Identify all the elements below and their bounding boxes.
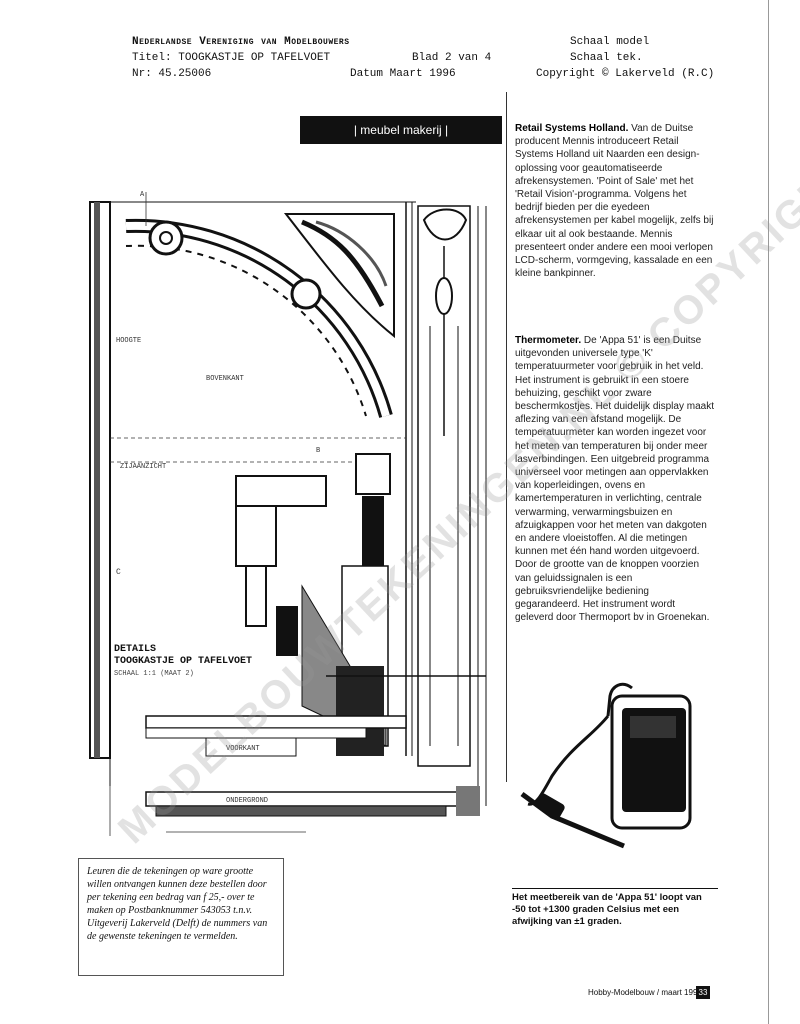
label-hoogte: HOOGTE: [116, 337, 141, 345]
page-number: 33: [696, 986, 710, 999]
page-edge-line: [768, 0, 769, 1024]
article-thermo: Thermometer. De 'Appa 51' is een Duitse …: [515, 334, 715, 624]
column-divider: [506, 92, 507, 782]
section-banner: | meubel makerij |: [300, 116, 502, 144]
drawing-subtitle: SCHAAL 1:1 (MAAT 2): [114, 670, 194, 678]
label-ondergrond: ONDERGROND: [226, 797, 268, 805]
article-thermo-body: De 'Appa 51' is een Duitse uitgevonden u…: [515, 335, 714, 624]
thermometer-device-illustration: [520, 682, 692, 849]
schaal-tek-label: Schaal tek.: [570, 52, 643, 64]
org-name: Nederlandse Vereniging van Modelbouwers: [132, 36, 350, 48]
label-bovenkant: BOVENKANT: [206, 375, 244, 383]
label-b: B: [316, 447, 320, 455]
drawing-title-line1: DETAILS: [114, 644, 157, 655]
device-caption: Het meetbereik van de 'Appa 51' loopt va…: [512, 892, 702, 927]
article-retail-body: Van de Duitse producent Mennis introduce…: [515, 123, 714, 280]
label-zijaanzicht: ZIJAANZICHT: [120, 463, 166, 471]
article-retail: Retail Systems Holland. Van de Duitse pr…: [515, 122, 715, 280]
order-info-box: Leuren die de tekeningen op ware grootte…: [78, 858, 284, 976]
blad-label: Blad 2 van 4: [412, 52, 492, 64]
article-thermo-lead: Thermometer.: [515, 335, 582, 346]
label-voorkant: VOORKANT: [226, 745, 260, 753]
nr-line: Nr: 45.25006: [132, 68, 212, 80]
copyright-label: Copyright © Lakerveld (R.C): [536, 68, 715, 80]
caption-rule: [512, 888, 718, 889]
drawing-title: DETAILS TOOGKASTJE OP TAFELVOET: [114, 644, 252, 668]
label-a: A: [140, 191, 145, 199]
label-c: C: [116, 568, 121, 577]
datum-label: Datum Maart 1996: [350, 68, 456, 80]
drawing-title-line2: TOOGKASTJE OP TAFELVOET: [114, 656, 253, 667]
schaal-model-label: Schaal model: [570, 36, 650, 48]
title-line: Titel: TOOGKASTJE OP TAFELVOET: [132, 52, 331, 64]
footer-text: Hobby-Modelbouw / maart 1996: [588, 988, 702, 997]
technical-drawing: BOVENKANT ZIJAANZICHT HOOGTE VOORKANT ON…: [89, 191, 487, 836]
article-retail-lead: Retail Systems Holland.: [515, 123, 629, 134]
